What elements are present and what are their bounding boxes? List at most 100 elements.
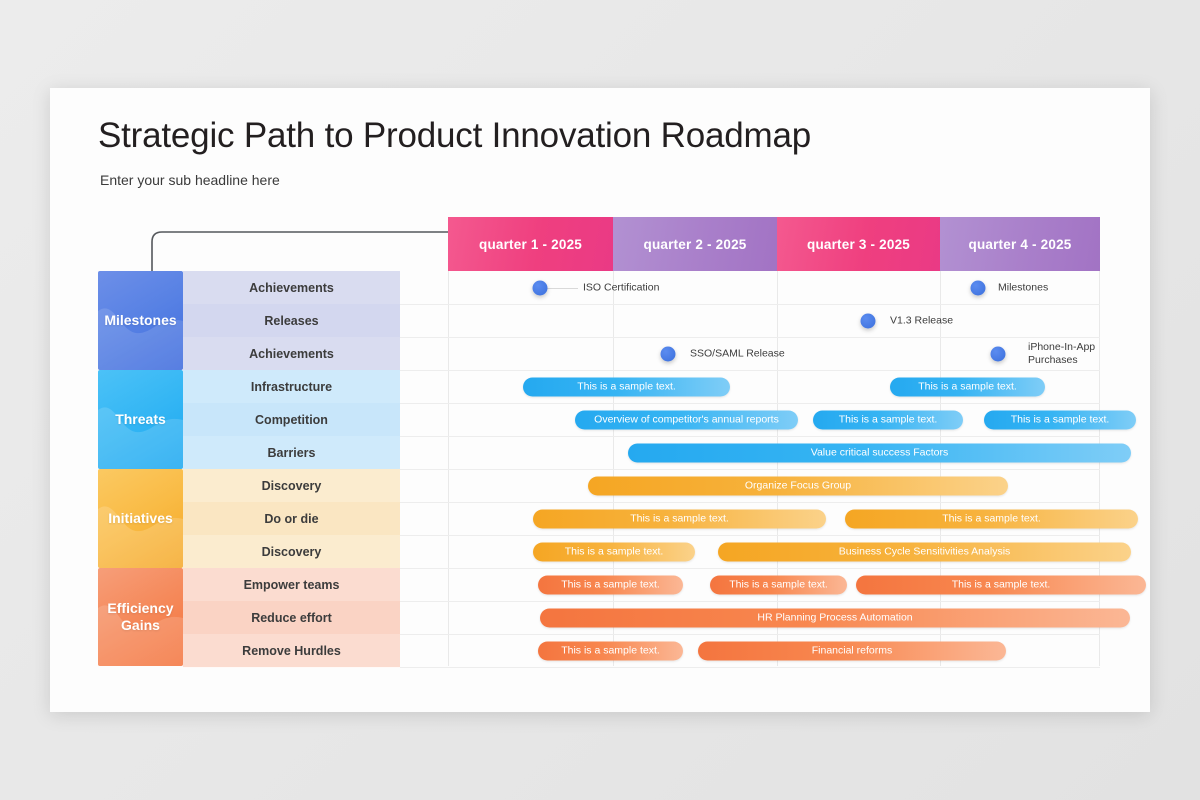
timeline-bar-label: This is a sample text. xyxy=(564,545,664,558)
grid-divider xyxy=(448,271,449,666)
wave-decoration-icon xyxy=(98,308,183,370)
row-sublabel: Empower teams xyxy=(183,568,400,602)
timeline-bar[interactable]: This is a sample text. xyxy=(890,377,1045,396)
quarter-header-label: quarter 4 - 2025 xyxy=(968,236,1072,252)
category-block-efficiency-gains[interactable]: Efficiency Gains xyxy=(98,568,183,666)
timeline-bar[interactable]: This is a sample text. xyxy=(984,410,1136,429)
milestone-label: iPhone-In-App Purchases xyxy=(1028,340,1096,366)
row-track: This is a sample text. Business Cycle Se… xyxy=(400,535,1131,569)
page-subtitle: Enter your sub headline here xyxy=(100,172,280,188)
row-track: This is a sample text. This is a sample … xyxy=(400,568,1146,602)
timeline-bar-label: This is a sample text. xyxy=(561,644,660,657)
row-sublabel: Barriers xyxy=(183,436,400,470)
quarter-header-2[interactable]: quarter 2 - 2025 xyxy=(613,217,777,271)
band-rows: Achievements ISO Certification Milestone… xyxy=(183,271,1100,371)
category-block-threats[interactable]: Threats xyxy=(98,370,183,469)
category-label: Threats xyxy=(115,411,166,428)
quarter-header-3[interactable]: quarter 3 - 2025 xyxy=(777,217,940,271)
timeline-bar-label: This is a sample text. xyxy=(838,413,938,426)
timeline-bar-label: This is a sample text. xyxy=(951,578,1051,591)
row-track: This is a sample text. This is a sample … xyxy=(400,370,1100,404)
milestone-label: V1.3 Release xyxy=(890,313,954,326)
timeline-bar-label: Business Cycle Sensitivities Analysis xyxy=(838,545,1011,558)
category-block-milestones[interactable]: Milestones xyxy=(98,271,183,370)
timeline-bar[interactable]: This is a sample text. xyxy=(856,575,1146,594)
timeline-bar[interactable]: Overview of competitor's annual reports xyxy=(575,410,798,429)
timeline-bar[interactable]: HR Planning Process Automation xyxy=(540,608,1130,627)
band-milestones: Milestones Achievements ISO Certificatio… xyxy=(98,271,1100,371)
timeline-bar-label: Overview of competitor's annual reports xyxy=(594,413,779,426)
timeline-bar[interactable]: This is a sample text. xyxy=(523,377,730,396)
quarter-header-4[interactable]: quarter 4 - 2025 xyxy=(940,217,1100,271)
row-track: ISO Certification Milestones xyxy=(400,271,1100,305)
timeline-bar-label: Value critical success Factors xyxy=(810,446,949,459)
timeline-bar[interactable]: This is a sample text. xyxy=(533,542,695,561)
timeline-bar-label: This is a sample text. xyxy=(729,578,828,591)
row-track: This is a sample text. This is a sample … xyxy=(400,502,1138,536)
row-sublabel: Do or die xyxy=(183,502,400,536)
milestone-dot[interactable] xyxy=(532,280,548,295)
row-sublabel: Discovery xyxy=(183,535,400,569)
table-row: Achievements SSO/SAML Release iPhone-In-… xyxy=(183,337,1100,371)
table-row: Barriers Value critical success Factors xyxy=(183,436,1131,470)
grid-divider xyxy=(1099,271,1100,666)
band-threats: Threats Infrastructure This is a sample … xyxy=(98,370,1136,470)
timeline-bar[interactable]: This is a sample text. xyxy=(845,509,1138,528)
row-track: SSO/SAML Release iPhone-In-App Purchases xyxy=(400,337,1100,371)
timeline-bar[interactable]: This is a sample text. xyxy=(538,641,683,660)
timeline-bar-label: This is a sample text. xyxy=(1010,413,1110,426)
timeline-bar-label: This is a sample text. xyxy=(918,380,1017,393)
timeline-bar[interactable]: This is a sample text. xyxy=(533,509,826,528)
table-row: Empower teams This is a sample text. Thi… xyxy=(183,568,1146,602)
timeline-bar-label: This is a sample text. xyxy=(577,380,676,393)
quarter-header-label: quarter 1 - 2025 xyxy=(479,236,582,252)
timeline-bar[interactable]: Value critical success Factors xyxy=(628,443,1131,462)
milestone-dot[interactable] xyxy=(990,346,1006,361)
milestone-dot[interactable] xyxy=(970,280,986,295)
table-row: Competition Overview of competitor's ann… xyxy=(183,403,1136,437)
table-row: Infrastructure This is a sample text. Th… xyxy=(183,370,1100,404)
timeline-bar-label: This is a sample text. xyxy=(942,512,1041,525)
quarter-header-label: quarter 2 - 2025 xyxy=(643,236,747,252)
category-label: Initiatives xyxy=(108,510,173,527)
timeline-bar[interactable]: Financial reforms xyxy=(698,641,1006,660)
row-sublabel: Releases xyxy=(183,304,400,338)
table-row: Do or die This is a sample text. This is… xyxy=(183,502,1138,536)
row-sublabel: Reduce effort xyxy=(183,601,400,635)
timeline-bar-label: HR Planning Process Automation xyxy=(757,611,913,624)
table-row: Remove Hurdles This is a sample text. Fi… xyxy=(183,634,1100,668)
timeline-bar-label: Financial reforms xyxy=(811,644,893,657)
timeline-bar[interactable]: This is a sample text. xyxy=(538,575,683,594)
row-track: V1.3 Release xyxy=(400,304,1100,338)
slide-card: Strategic Path to Product Innovation Roa… xyxy=(50,88,1150,712)
band-initiatives: Initiatives Discovery Organize Focus Gro… xyxy=(98,469,1138,569)
wave-decoration-icon xyxy=(98,605,183,666)
row-track: This is a sample text. Financial reforms xyxy=(400,634,1100,668)
connector-line-icon xyxy=(151,231,450,272)
milestone-dot[interactable] xyxy=(860,313,876,328)
table-row: Discovery Organize Focus Group xyxy=(183,469,1100,503)
grid-divider xyxy=(940,271,941,666)
roadmap-grid: Milestones Achievements ISO Certificatio… xyxy=(98,271,1146,668)
row-track: HR Planning Process Automation xyxy=(400,601,1130,635)
row-track: Organize Focus Group xyxy=(400,469,1100,503)
category-label: Efficiency Gains xyxy=(107,600,174,633)
timeline-bar-label: Organize Focus Group xyxy=(744,479,852,492)
row-sublabel: Discovery xyxy=(183,469,400,503)
category-block-initiatives[interactable]: Initiatives xyxy=(98,469,183,568)
table-row: Releases V1.3 Release xyxy=(183,304,1100,338)
band-rows: Discovery Organize Focus Group Do or die xyxy=(183,469,1138,569)
timeline-bar[interactable]: This is a sample text. xyxy=(813,410,963,429)
row-track: Value critical success Factors xyxy=(400,436,1131,470)
timeline-bar[interactable]: Organize Focus Group xyxy=(588,476,1008,495)
quarter-header-1[interactable]: quarter 1 - 2025 xyxy=(448,217,613,271)
row-sublabel: Achievements xyxy=(183,337,400,371)
milestone-label: SSO/SAML Release xyxy=(690,346,785,359)
milestone-dot[interactable] xyxy=(660,346,676,361)
timeline-bar-label: This is a sample text. xyxy=(630,512,729,525)
row-sublabel: Competition xyxy=(183,403,400,437)
quarter-header-label: quarter 3 - 2025 xyxy=(807,236,910,252)
timeline-bar[interactable]: Business Cycle Sensitivities Analysis xyxy=(718,542,1131,561)
timeline-bar[interactable]: This is a sample text. xyxy=(710,575,847,594)
